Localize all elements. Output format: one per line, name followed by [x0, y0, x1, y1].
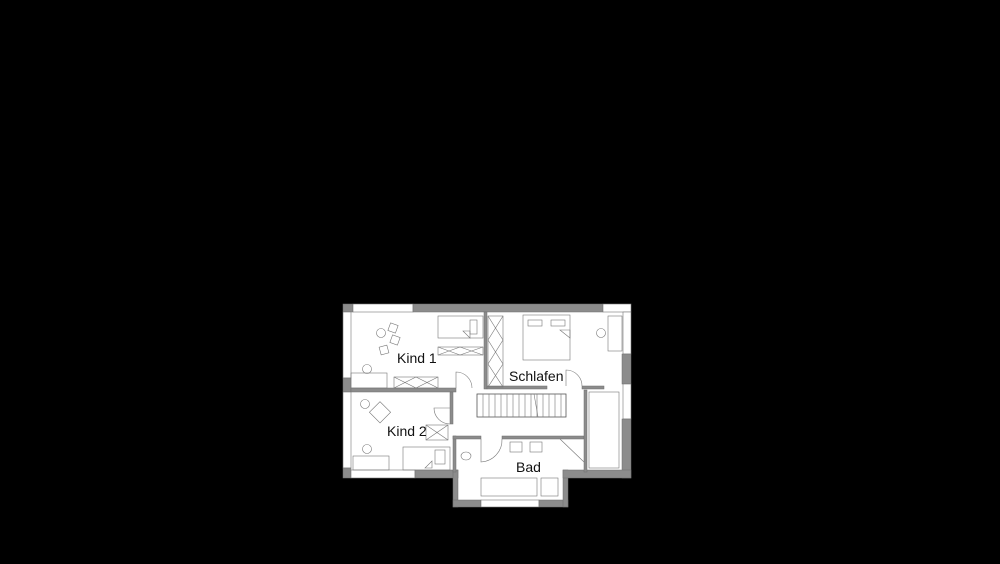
- staircase: [476, 393, 567, 418]
- room-label-bad: Bad: [516, 459, 541, 475]
- bathroom-fixtures: [460, 438, 585, 497]
- room-label-kind1: Kind 1: [397, 350, 437, 366]
- kind2-furniture: [352, 399, 451, 471]
- room-label-kind2: Kind 2: [387, 423, 427, 439]
- exterior-walls: [342, 303, 632, 508]
- room-label-schlafen: Schlafen: [509, 368, 563, 384]
- interior-walls: [350, 311, 605, 473]
- schlafen-furniture: [487, 314, 623, 469]
- kind1-furniture: [350, 315, 484, 389]
- doors: [433, 369, 583, 463]
